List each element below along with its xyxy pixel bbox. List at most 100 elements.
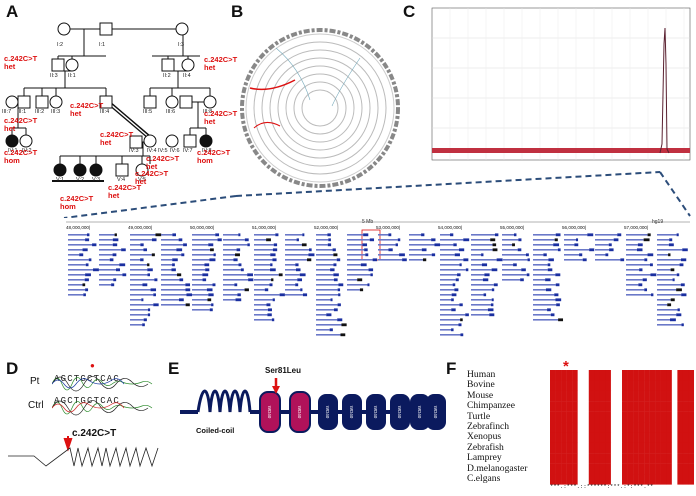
gene-track-line [316, 319, 338, 321]
gene-track-line [254, 314, 268, 316]
gene-exon-block [330, 298, 333, 302]
alignment-cell [622, 411, 628, 423]
alignment-cell [566, 411, 573, 423]
alignment-cell [638, 401, 645, 412]
alignment-cell [671, 380, 678, 391]
alignment-cell [627, 380, 634, 391]
gene-track-line [99, 244, 113, 246]
gene-track-line [595, 239, 614, 241]
gene-track-line [285, 269, 297, 271]
gene-track-line [285, 259, 308, 261]
gene-exon-block [490, 238, 496, 242]
gene-exon-block [308, 248, 312, 252]
gene-track-line [316, 259, 337, 261]
alignment-cell [671, 463, 678, 475]
alignment-cell [599, 401, 606, 412]
gene-track-line [316, 249, 333, 251]
gene-exon-block [460, 333, 464, 337]
gene-exon-block [295, 283, 299, 287]
gene-exon-block [337, 318, 343, 322]
alignment-cell [671, 411, 678, 423]
alignment-cell [583, 463, 589, 475]
gene-track-line [130, 259, 141, 261]
gene-exon-block [492, 248, 498, 252]
alignment-cell [550, 453, 556, 464]
alignment-cell [610, 453, 617, 464]
gene-exon-block [247, 243, 250, 247]
gene-track-line [471, 249, 493, 251]
alignment-cell [682, 442, 689, 454]
gene-track-line [347, 284, 368, 286]
gene-track-line [533, 309, 548, 311]
browser-position-label: 53,000,000| [376, 225, 400, 230]
gene-track-line [285, 234, 303, 236]
browser-position-label: 50,000,000| [190, 225, 214, 230]
gene-exon-block [513, 233, 517, 237]
gene-track-line [440, 309, 452, 311]
gene-track-line [471, 304, 491, 306]
species-name: Zebrafish [467, 441, 504, 453]
gene-track-line [440, 299, 452, 301]
gene-exon-block [492, 243, 497, 247]
gene-exon-block [672, 278, 675, 282]
alignment-cell [594, 474, 601, 485]
browser-position-label: 57,000,000| [624, 225, 648, 230]
alignment-cell [677, 453, 684, 464]
alignment-cell [633, 422, 639, 433]
alignment-cell [660, 401, 667, 412]
alignment-cell [616, 422, 623, 433]
gene-track-line [130, 299, 142, 301]
gene-exon-block [388, 248, 393, 252]
gene-exon-block [338, 283, 344, 287]
gene-track-line [440, 259, 464, 261]
gene-track-line [471, 269, 492, 271]
gene-exon-block [327, 233, 331, 237]
alignment-cell [633, 370, 639, 381]
gene-exon-block [248, 278, 254, 282]
gene-exon-block [85, 263, 89, 267]
gene-exon-block [617, 233, 622, 237]
alignment-cell [622, 401, 628, 412]
alignment-cell [555, 442, 562, 454]
alignment-cell [605, 453, 612, 464]
gene-track-line [254, 319, 272, 321]
alignment-cell [561, 422, 567, 433]
alignment-cell [555, 463, 562, 475]
alignment-cell [616, 463, 623, 475]
gene-track-line [471, 284, 494, 286]
gene-exon-block [431, 238, 436, 242]
alignment-cell [616, 442, 623, 454]
gene-exon-block [483, 293, 487, 297]
gene-exon-block [647, 233, 651, 237]
gene-exon-block [525, 253, 529, 257]
alignment-cell [616, 390, 623, 402]
gene-track-line [533, 304, 557, 306]
gene-track-line [130, 309, 148, 311]
gene-track-line [471, 309, 488, 311]
gene-exon-block [333, 253, 338, 257]
gene-exon-block [272, 298, 275, 302]
alignment-cell [605, 463, 612, 475]
gene-track-line [99, 274, 123, 276]
gene-exon-block [85, 238, 90, 242]
alignment-cell [572, 370, 578, 381]
alignment-cell [610, 411, 617, 423]
gene-track-line [440, 249, 459, 251]
gene-exon-block [155, 233, 162, 237]
gene-track-line [285, 239, 297, 241]
alignment-cell [655, 370, 661, 381]
gene-exon-block [458, 248, 465, 252]
alignment-cell [588, 390, 595, 402]
wd40-domain [342, 394, 362, 430]
gene-track-line [347, 234, 364, 236]
gene-track-line [130, 234, 156, 236]
alignment-cell [633, 411, 639, 423]
gene-exon-block [609, 248, 614, 252]
gene-exon-block [458, 323, 462, 327]
gene-track-line [254, 239, 267, 241]
alignment-cell [649, 370, 656, 381]
gene-exon-block [368, 268, 374, 272]
gene-track-line [378, 249, 389, 251]
